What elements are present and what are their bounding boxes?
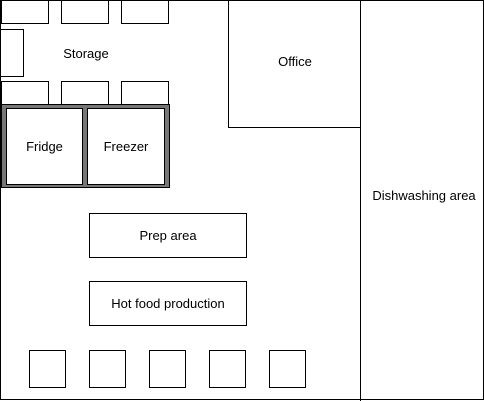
hot-food-production: Hot food production: [89, 281, 247, 326]
hot-food-production-label: Hot food production: [111, 295, 225, 311]
station-4: [209, 350, 246, 388]
dishwashing-label: Dishwashing area: [372, 188, 476, 203]
storage-shelf-bottom-1: [1, 81, 49, 105]
storage-shelf-top-1: [1, 0, 49, 24]
prep-area-label: Prep area: [139, 227, 197, 243]
storage-shelf-side: [0, 29, 24, 77]
office-wall-left: [228, 1, 229, 128]
station-3: [149, 350, 186, 388]
station-2: [89, 350, 126, 388]
freezer-label: Freezer: [103, 138, 149, 154]
storage-shelf-bottom-2: [61, 81, 109, 105]
prep-area: Prep area: [89, 213, 247, 258]
fridge: Fridge: [6, 108, 83, 185]
storage-label: Storage: [63, 46, 109, 61]
storage-shelf-top-3: [121, 0, 169, 24]
storage-shelf-top-2: [61, 0, 109, 24]
storage-shelf-bottom-3: [121, 81, 169, 105]
fridge-label: Fridge: [26, 138, 63, 154]
office-wall-bottom: [228, 127, 361, 128]
station-5: [269, 350, 306, 388]
station-1: [29, 350, 66, 388]
freezer: Freezer: [87, 108, 165, 185]
office-label: Office: [278, 54, 312, 69]
dishwashing-wall: [360, 1, 361, 401]
